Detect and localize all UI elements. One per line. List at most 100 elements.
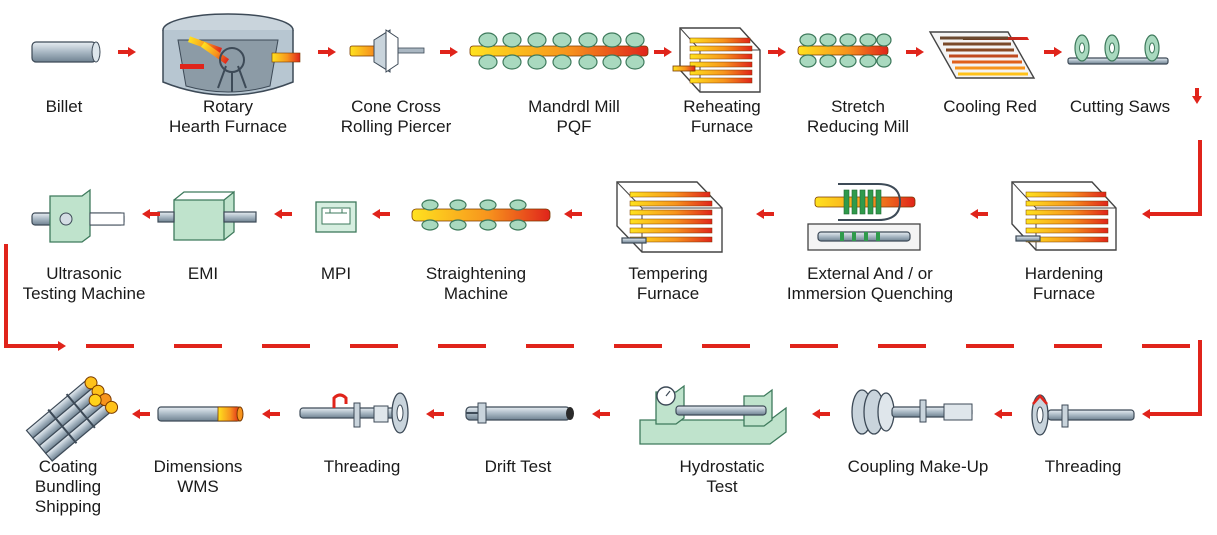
arrow-head xyxy=(1142,209,1150,219)
arrow-head xyxy=(426,409,434,419)
threading-machine-icon xyxy=(1031,394,1135,436)
step-label-line: Billet xyxy=(46,97,83,116)
step-label-line: MPI xyxy=(321,264,351,283)
step-label-line: Test xyxy=(706,477,737,496)
arrow-head xyxy=(132,409,140,419)
step-label-line: Threading xyxy=(324,457,401,476)
step-label-line: PQF xyxy=(557,117,592,136)
threading-machine-icon-2 xyxy=(299,392,409,434)
step-label-line: Rotary xyxy=(203,97,254,116)
step-label-line: Furnace xyxy=(691,117,753,136)
step-label-line: Tempering xyxy=(628,264,707,283)
dimensions-wms-icon xyxy=(157,406,244,422)
mandrel-mill-icon xyxy=(469,32,649,70)
arrow-head xyxy=(1142,409,1150,419)
coupling-make-up-icon xyxy=(851,389,973,435)
arrow-head xyxy=(592,409,600,419)
rotary-hearth-furnace-icon xyxy=(162,13,301,96)
arrow-head xyxy=(372,209,380,219)
step-label-billet: Billet xyxy=(46,97,83,116)
step-label-line: Rolling Piercer xyxy=(341,117,452,136)
step-label-line: Immersion Quenching xyxy=(787,284,953,303)
flow-arrows xyxy=(4,47,1202,419)
step-label-line: Ultrasonic xyxy=(46,264,122,283)
arrow-head xyxy=(994,409,1002,419)
step-label-line: Coupling Make-Up xyxy=(848,457,989,476)
arrow-head xyxy=(274,209,282,219)
step-label-threading-1: Threading xyxy=(1045,457,1122,476)
step-label-cutting-saws: Cutting Saws xyxy=(1070,97,1170,116)
cutting-saws-icon xyxy=(1067,34,1169,65)
step-label-cooling-red: Cooling Red xyxy=(943,97,1037,116)
step-label-line: WMS xyxy=(177,477,219,496)
step-label-threading-2: Threading xyxy=(324,457,401,476)
arrow-head xyxy=(1192,96,1202,104)
step-label-line: Coating xyxy=(39,457,98,476)
straightening-machine-icon xyxy=(411,199,551,231)
arrow-head xyxy=(564,209,572,219)
step-label-line: Shipping xyxy=(35,497,101,516)
step-label-line: Threading xyxy=(1045,457,1122,476)
step-label-line: Straightening xyxy=(426,264,526,283)
connector-line xyxy=(4,244,58,348)
reheating-furnace-icon xyxy=(672,27,761,93)
step-label-line: Hardening xyxy=(1025,264,1103,283)
step-label-line: Reducing Mill xyxy=(807,117,909,136)
hardening-furnace-icon xyxy=(1011,181,1117,251)
drift-test-icon xyxy=(465,402,574,424)
step-label-coupling-make-up: Coupling Make-Up xyxy=(848,457,989,476)
cone-piercer-icon xyxy=(349,29,425,73)
stretch-reducing-mill-icon xyxy=(797,33,892,68)
step-label-line: Hydrostatic xyxy=(679,457,765,476)
cooling-bed-icon xyxy=(928,31,1036,79)
arrow-head xyxy=(328,47,336,57)
arrow-head xyxy=(970,209,978,219)
pipe-bundle-icon xyxy=(25,376,119,462)
quenching-icon xyxy=(807,183,921,251)
step-label-line: Mandrdl Mill xyxy=(528,97,620,116)
step-label-line: Dimensions xyxy=(154,457,243,476)
arrow-head xyxy=(58,341,66,351)
step-label-emi: EMI xyxy=(188,264,218,283)
tempering-furnace-icon xyxy=(616,181,723,253)
arrow-head xyxy=(756,209,764,219)
arrow-head xyxy=(1054,47,1062,57)
step-label-line: Cooling Red xyxy=(943,97,1037,116)
step-label-line: Testing Machine xyxy=(23,284,146,303)
mpi-icon xyxy=(315,201,357,233)
hydrostatic-test-icon xyxy=(639,384,787,445)
billet-icon xyxy=(31,41,101,63)
step-label-line: Furnace xyxy=(1033,284,1095,303)
step-label-line: Drift Test xyxy=(485,457,552,476)
arrow-head xyxy=(142,209,150,219)
step-label-line: Hearth Furnace xyxy=(169,117,287,136)
ultrasonic-testing-icon xyxy=(31,188,125,243)
step-label-line: External And / or xyxy=(807,264,933,283)
arrow-head xyxy=(450,47,458,57)
arrow-head xyxy=(262,409,270,419)
step-label-mpi: MPI xyxy=(321,264,351,283)
step-label-line: Furnace xyxy=(637,284,699,303)
arrow-head xyxy=(778,47,786,57)
step-label-line: Reheating xyxy=(683,97,761,116)
step-label-line: EMI xyxy=(188,264,218,283)
emi-icon xyxy=(157,190,257,241)
step-label-line: Cone Cross xyxy=(351,97,441,116)
step-label-line: Bundling xyxy=(35,477,101,496)
connector-line xyxy=(1150,140,1202,216)
step-label-line: Stretch xyxy=(831,97,885,116)
